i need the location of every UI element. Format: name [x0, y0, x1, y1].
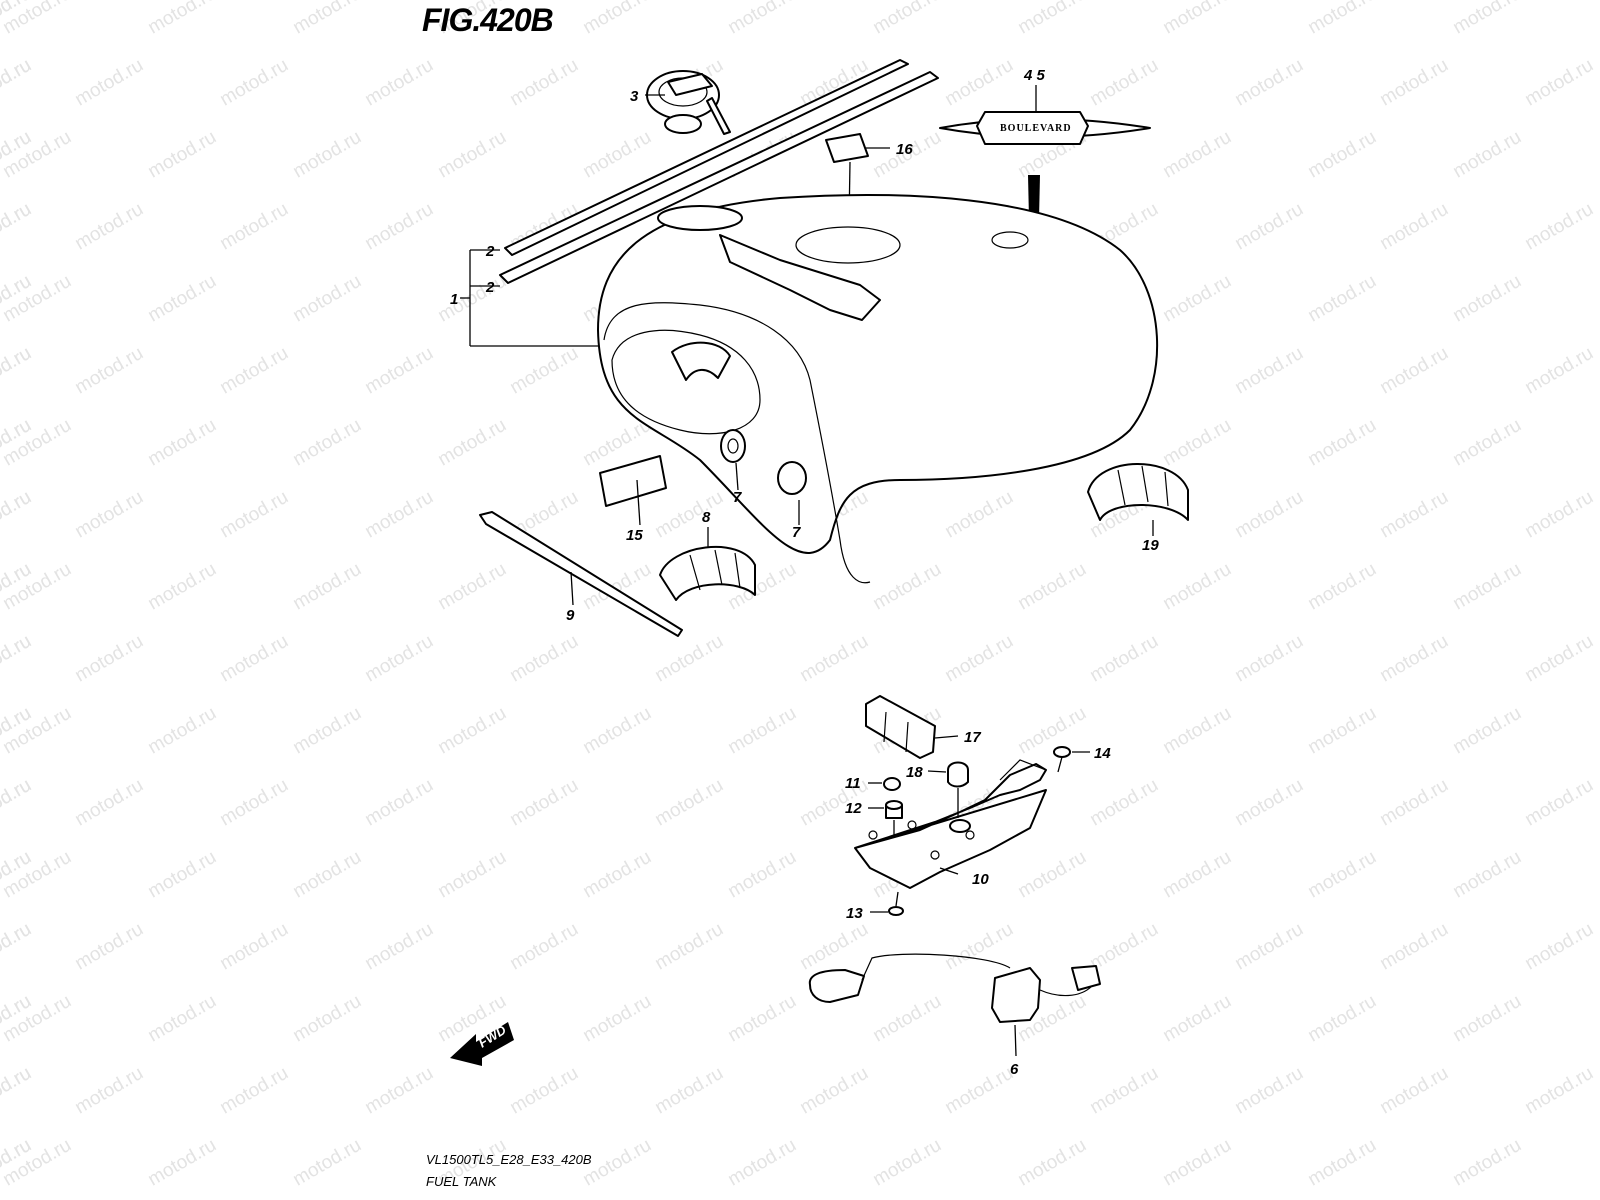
callout-9: 9 [566, 607, 575, 624]
model-code: VL1500TL5_E28_E33_420B [426, 1152, 592, 1167]
section-name: FUEL TANK [426, 1174, 497, 1189]
callout-13: 13 [846, 905, 863, 922]
fuel-cap-part [646, 70, 731, 135]
front-cushion-part [659, 527, 756, 601]
clamp-tie-part [479, 511, 683, 637]
callout-10: 10 [972, 871, 989, 888]
callout-labels: 1 2 2 3 4 5 6 7 7 8 9 10 11 12 13 14 15 … [450, 67, 1159, 1078]
fuel-tank-part [597, 194, 1159, 584]
fuel-level-gauge-part [808, 953, 1101, 1057]
callout-14: 14 [1094, 745, 1111, 762]
figure-title: FIG.420B [422, 2, 554, 38]
rear-cushion-part [865, 695, 959, 759]
callout-4-5: 4 5 [1023, 67, 1046, 84]
callout-leaders [460, 85, 1037, 525]
callout-12: 12 [845, 800, 862, 817]
callout-6: 6 [1010, 1061, 1019, 1078]
callout-3: 3 [630, 88, 639, 105]
callout-2-lower: 2 [485, 279, 495, 296]
callout-8: 8 [702, 509, 711, 526]
callout-19: 19 [1142, 537, 1159, 554]
side-cushion-part [1087, 463, 1189, 536]
emblem-text: BOULEVARD [1000, 123, 1072, 134]
callout-18: 18 [906, 764, 923, 781]
callout-2-upper: 2 [485, 243, 495, 260]
callout-7b: 7 [792, 524, 801, 541]
cushion-parts [720, 429, 807, 495]
label-a-part [599, 455, 667, 526]
cap-cushion-part [927, 761, 969, 818]
rear-bracket-part [854, 759, 1047, 889]
callout-17: 17 [964, 729, 981, 746]
callout-15: 15 [626, 527, 643, 544]
nut-bushing-parts [868, 777, 903, 835]
bolt-parts [870, 746, 1090, 916]
tank-strips [499, 59, 939, 284]
callout-11: 11 [845, 775, 861, 792]
callout-7a: 7 [733, 489, 742, 506]
forward-direction-arrow: FWD [450, 1022, 514, 1066]
callout-16: 16 [896, 141, 913, 158]
callout-1: 1 [450, 291, 458, 308]
